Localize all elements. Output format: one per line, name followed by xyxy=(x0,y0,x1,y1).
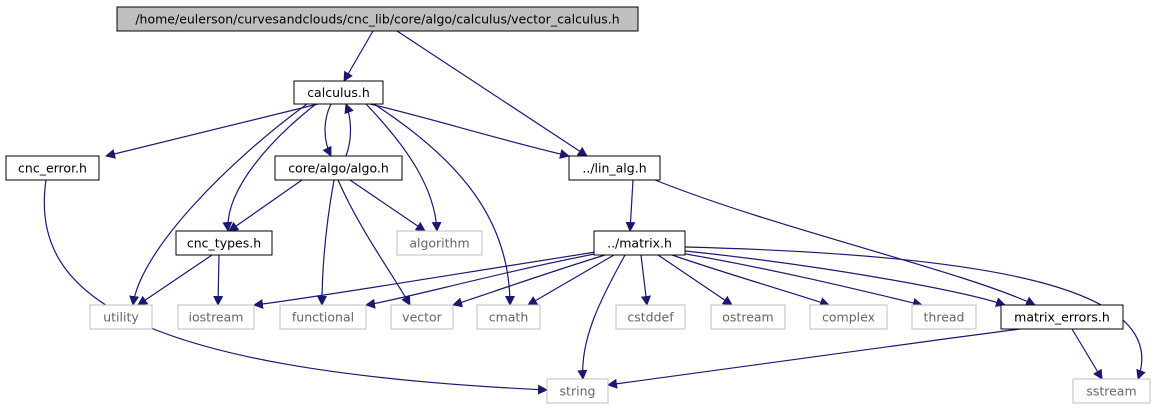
node-lin-alg[interactable]: ../lin_alg.h xyxy=(568,155,661,181)
node-cmath: cmath xyxy=(476,304,541,330)
node-label: sstream xyxy=(1086,384,1136,399)
edge-matrix-to-ostream xyxy=(657,254,733,306)
node-functional: functional xyxy=(279,304,367,330)
node-box xyxy=(390,304,454,330)
node-cnc-types[interactable]: cnc_types.h xyxy=(175,230,273,256)
node-calculus[interactable]: calculus.h xyxy=(293,80,384,105)
edge-lin-alg-to-matrix-errors xyxy=(654,179,1036,306)
edge-calculus-to-algorithm xyxy=(365,103,442,232)
node-cstddef: cstddef xyxy=(615,304,686,330)
node-label: core/algo/algo.h xyxy=(288,161,389,176)
edge-calculus-to-cmath xyxy=(373,103,515,306)
node-label: matrix_errors.h xyxy=(1014,310,1110,325)
edge-calculus-to-cnc-error xyxy=(105,103,319,159)
node-label: utility xyxy=(103,310,139,325)
edge-matrix-to-complex xyxy=(671,254,830,307)
node-label: thread xyxy=(924,310,965,325)
node-ostream: ostream xyxy=(710,304,786,330)
node-box xyxy=(476,304,541,330)
node-box xyxy=(1000,304,1124,330)
node-label: complex xyxy=(822,310,875,325)
edge-calculus-to-cnc-types xyxy=(222,103,317,232)
node-box xyxy=(568,155,661,181)
node-label: cnc_types.h xyxy=(187,236,261,251)
node-sstream: sstream xyxy=(1072,378,1151,404)
node-box xyxy=(546,378,609,404)
edge-matrix-to-string xyxy=(577,254,626,380)
edge-matrix-to-cmath xyxy=(527,254,615,306)
node-utility: utility xyxy=(89,304,153,330)
node-label: string xyxy=(560,384,596,399)
node-box xyxy=(911,304,977,330)
node-label: ostream xyxy=(722,310,773,325)
edge-matrix-errors-to-string xyxy=(607,328,1021,389)
node-box xyxy=(615,304,686,330)
node-core-algo-algo[interactable]: core/algo/algo.h xyxy=(274,155,403,181)
edge-lin-alg-to-matrix xyxy=(625,179,636,232)
node-label: cnc_error.h xyxy=(18,161,87,176)
edge-calculus-to-utility xyxy=(129,103,308,306)
node-string: string xyxy=(546,378,609,404)
edge-matrix-to-sstream xyxy=(684,246,1146,380)
edge-core-algo-algo-to-functional xyxy=(317,179,335,306)
node-vector: vector xyxy=(390,304,454,330)
node-algorithm: algorithm xyxy=(396,230,483,256)
node-box xyxy=(293,80,384,105)
edge-matrix-to-functional xyxy=(365,252,601,309)
node-box xyxy=(175,230,273,256)
edge-matrix-to-thread xyxy=(679,252,923,308)
edge-core-algo-algo-to-algorithm xyxy=(349,179,426,232)
node-matrix[interactable]: ../matrix.h xyxy=(593,230,686,256)
node-box xyxy=(593,230,686,256)
node-label: algorithm xyxy=(409,236,469,251)
edge-core-algo-algo-to-cnc-types xyxy=(228,179,303,232)
edge-matrix-to-cstddef xyxy=(640,254,651,306)
edge-matrix-to-iostream xyxy=(253,251,597,309)
node-vector-calculus[interactable]: /home/eulerson/curvesandclouds/cnc_lib/c… xyxy=(116,6,639,32)
node-box xyxy=(177,304,255,330)
edge-cnc-types-to-iostream xyxy=(213,254,224,306)
node-box xyxy=(1072,378,1151,404)
edge-matrix-errors-to-sstream xyxy=(1071,328,1103,380)
node-label: vector xyxy=(402,310,443,325)
node-box xyxy=(710,304,786,330)
edge-matrix-to-vector xyxy=(452,254,606,308)
dependency-edges xyxy=(43,30,1146,395)
edge-matrix-to-matrix-errors xyxy=(684,250,1006,307)
node-box xyxy=(279,304,367,330)
node-cnc-error[interactable]: cnc_error.h xyxy=(5,155,100,181)
node-complex: complex xyxy=(809,304,888,330)
node-matrix-errors[interactable]: matrix_errors.h xyxy=(1000,304,1124,330)
edge-core-algo-algo-to-calculus xyxy=(344,103,354,157)
node-box xyxy=(809,304,888,330)
node-box xyxy=(89,304,153,330)
node-label: /home/eulerson/curvesandclouds/cnc_lib/c… xyxy=(135,12,619,27)
node-label: calculus.h xyxy=(307,85,370,100)
node-label: cstddef xyxy=(627,310,674,325)
edge-vector-calculus-to-lin-alg xyxy=(396,30,588,157)
node-box xyxy=(396,230,483,256)
node-box xyxy=(274,155,403,181)
edge-vector-calculus-to-calculus xyxy=(343,30,374,82)
file-nodes: /home/eulerson/curvesandclouds/cnc_lib/c… xyxy=(5,6,1151,404)
edge-core-algo-algo-to-vector xyxy=(337,179,411,306)
node-iostream: iostream xyxy=(177,304,255,330)
node-label: ../lin_alg.h xyxy=(582,161,646,176)
node-box xyxy=(5,155,100,181)
node-label: functional xyxy=(292,310,354,325)
edge-cnc-error-to-string xyxy=(43,179,548,395)
edge-calculus-to-lin-alg xyxy=(369,103,570,159)
node-label: iostream xyxy=(189,310,244,325)
node-box xyxy=(116,6,639,32)
node-label: ../matrix.h xyxy=(607,236,672,251)
edge-cnc-types-to-utility xyxy=(137,254,213,306)
node-thread: thread xyxy=(911,304,977,330)
edge-calculus-to-core-algo-algo xyxy=(322,103,332,157)
node-label: cmath xyxy=(489,310,529,325)
